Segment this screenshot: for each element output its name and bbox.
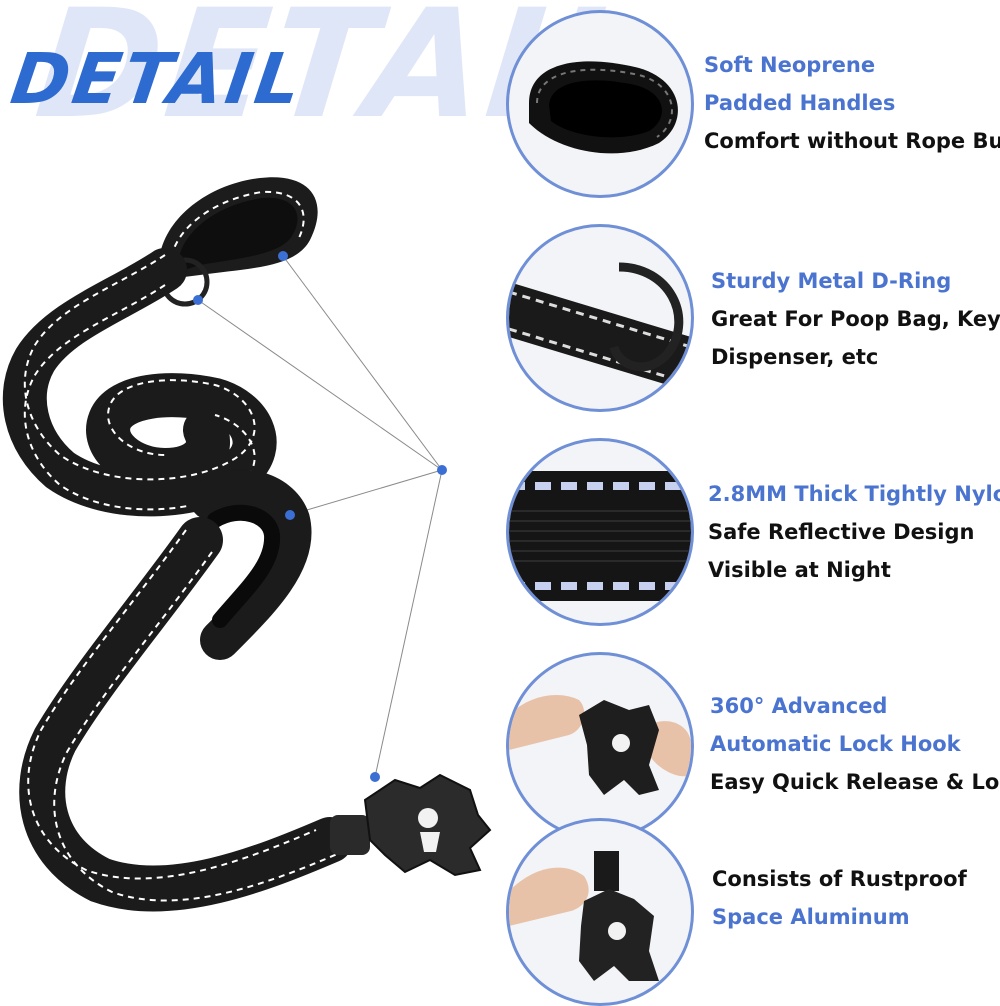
feature-line: Safe Reflective Design <box>708 520 975 544</box>
webbing-detail-image <box>506 438 694 626</box>
callout-lines <box>197 255 443 778</box>
feature-line: 2.8MM Thick Tightly Nylon <box>708 482 1000 506</box>
feature-line: Automatic Lock Hook <box>710 732 961 756</box>
feature-line: Great For Poop Bag, Key, <box>711 307 1000 331</box>
feature-line: Comfort without Rope Burn <box>704 129 1000 153</box>
feature-d-ring: Sturdy Metal D-Ring Great For Poop Bag, … <box>711 262 1000 376</box>
callout-dots <box>193 251 447 782</box>
feature-line: Visible at Night <box>708 558 891 582</box>
lock-hook-detail-image <box>506 652 694 840</box>
feature-line: Consists of Rustproof <box>712 867 967 891</box>
handle-closeup-icon <box>529 61 678 154</box>
feature-line: Soft Neoprene <box>704 53 876 77</box>
feature-line: 360° Advanced <box>710 694 888 718</box>
aluminum-hook-icon <box>509 851 659 981</box>
leash-strap <box>2 248 353 912</box>
hand-hook-icon <box>509 695 691 795</box>
d-ring-closeup-icon <box>509 262 691 392</box>
handle-detail-image <box>506 10 694 198</box>
feature-padded-handles: Soft Neoprene Padded Handles Comfort wit… <box>704 46 1000 160</box>
feature-lock-hook: 360° Advanced Automatic Lock Hook Easy Q… <box>710 687 1000 801</box>
feature-line: Sturdy Metal D-Ring <box>711 269 952 293</box>
feature-line: Padded Handles <box>704 91 896 115</box>
feature-line: Easy Quick Release & Lock <box>710 770 1000 794</box>
d-ring-detail-image <box>506 224 694 412</box>
webbing-closeup-icon <box>509 471 691 601</box>
feature-line: Dispenser, etc <box>711 345 879 369</box>
feature-line: Space Aluminum <box>712 905 910 929</box>
lock-hook <box>330 773 492 877</box>
feature-nylon: 2.8MM Thick Tightly Nylon Safe Reflectiv… <box>708 475 1000 589</box>
top-handle <box>158 177 318 280</box>
aluminum-detail-image <box>506 818 694 1006</box>
feature-aluminum: Consists of Rustproof Space Aluminum <box>712 860 967 936</box>
